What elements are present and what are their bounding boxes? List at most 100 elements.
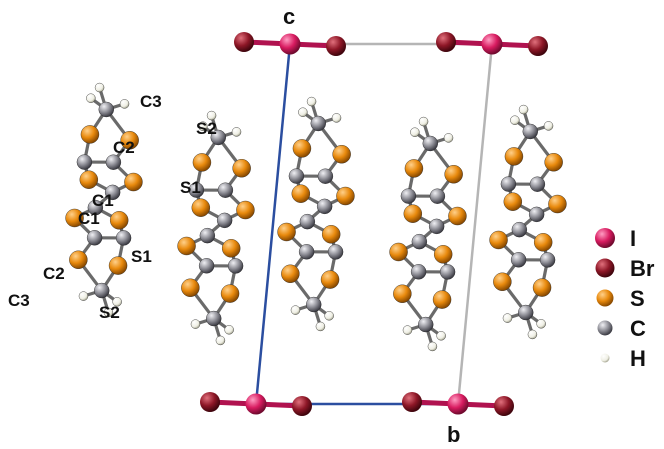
sulfur-atom <box>321 225 341 244</box>
hydrogen-atom <box>103 307 114 318</box>
label-s1-bot: S1 <box>131 247 152 266</box>
legend-label-i: I <box>630 226 636 251</box>
sulfur-atom <box>548 194 567 214</box>
carbon-atom <box>87 199 104 216</box>
hydrogen-atom <box>78 291 89 301</box>
carbon-atom <box>86 230 103 246</box>
bromine-atom <box>292 396 312 416</box>
carbon-atom <box>327 244 344 260</box>
sulfur-atom <box>69 250 88 269</box>
carbon-atom <box>529 176 546 192</box>
ibr2-anion <box>234 32 346 56</box>
sulfur-atom <box>79 170 99 189</box>
carbon-atom <box>518 304 534 321</box>
c-axis-label: c <box>283 4 295 29</box>
legend-label-h: H <box>630 346 646 371</box>
legend-swatch-h <box>600 353 610 363</box>
sulfur-atom <box>533 233 553 252</box>
carbon-atom <box>310 115 326 132</box>
bromine-atom <box>326 36 346 56</box>
anions-layer <box>200 32 548 416</box>
carbon-atom <box>410 264 427 280</box>
sulfur-atom <box>544 153 563 172</box>
c-axis-line <box>254 43 292 405</box>
bromine-atom <box>436 32 456 52</box>
carbon-atom <box>98 101 114 118</box>
hydrogen-atom <box>402 325 413 335</box>
sulfur-atom <box>532 278 552 297</box>
sulfur-atom <box>291 184 311 203</box>
sulfur-atom <box>232 159 251 178</box>
legend-label-c: C <box>630 316 646 341</box>
legend-swatch-c <box>597 320 613 336</box>
carbon-atom <box>539 252 556 268</box>
hydrogen-atom <box>298 107 308 117</box>
bedt-molecule <box>177 110 255 346</box>
sulfur-atom <box>124 172 143 192</box>
carbon-atom <box>317 168 334 184</box>
sulfur-atom <box>504 147 524 166</box>
label-c1-bot: C1 <box>78 209 100 228</box>
legend-swatch-br <box>595 258 615 278</box>
hydrogen-atom <box>331 113 342 123</box>
carbon-atom <box>298 244 315 260</box>
hydrogen-atom <box>410 127 420 137</box>
hydrogen-atom <box>518 104 529 115</box>
bromine-atom <box>528 36 548 56</box>
carbon-atom <box>217 182 234 198</box>
carbon-atom <box>94 282 110 299</box>
carbon-atom <box>439 264 456 280</box>
carbon-atom <box>411 233 428 250</box>
sulfur-atom <box>221 239 241 258</box>
hydrogen-atom <box>436 331 446 341</box>
hydrogen-atom <box>427 341 438 352</box>
sulfur-atom <box>320 270 340 289</box>
carbon-atom <box>400 188 417 204</box>
hydrogen-atom <box>324 311 334 321</box>
hydrogen-atom <box>86 93 96 103</box>
sulfur-atom <box>80 125 100 144</box>
sulfur-atom <box>332 145 351 164</box>
iodine-atom <box>279 33 301 55</box>
carbon-atom <box>104 184 121 201</box>
label-s2-bot: S2 <box>99 303 120 322</box>
bedt-molecule <box>489 104 567 340</box>
sulfur-atom <box>432 290 452 309</box>
sulfur-atom <box>281 264 300 283</box>
molecules-layer <box>65 82 567 352</box>
hydrogen-atom <box>418 116 429 127</box>
sulfur-atom <box>191 198 211 217</box>
carbon-atom <box>76 154 93 170</box>
carbon-atom <box>210 129 226 146</box>
sulfur-atom <box>448 206 467 226</box>
sulfur-atom <box>65 208 84 228</box>
legend-swatch-s <box>596 289 614 307</box>
legend-label-br: Br <box>630 256 655 281</box>
legend-swatch-i <box>595 228 615 248</box>
sulfur-atom <box>393 284 412 303</box>
bromine-atom <box>234 32 254 52</box>
carbon-atom <box>316 198 333 215</box>
carbon-atom <box>206 310 222 327</box>
label-c3-top: C3 <box>140 92 162 111</box>
label-s1-top: S1 <box>180 178 201 197</box>
legend-entry-s: S <box>596 286 645 311</box>
carbon-atom <box>115 230 132 246</box>
carbon-atom <box>510 252 527 268</box>
sulfur-atom <box>489 230 508 250</box>
ibr2-anion <box>402 392 514 416</box>
label-c1-top: C1 <box>92 191 114 210</box>
hydrogen-atom <box>224 325 234 335</box>
legend-label-s: S <box>630 286 645 311</box>
carbon-atom <box>500 176 517 192</box>
sulfur-atom <box>192 153 212 172</box>
carbon-atom <box>199 227 216 244</box>
hydrogen-atom <box>112 297 122 307</box>
hydrogen-atom <box>502 313 513 323</box>
sulfur-atom <box>433 245 453 264</box>
label-s2-top: S2 <box>196 119 217 138</box>
sulfur-atom <box>177 236 196 256</box>
carbon-atom <box>216 212 233 229</box>
